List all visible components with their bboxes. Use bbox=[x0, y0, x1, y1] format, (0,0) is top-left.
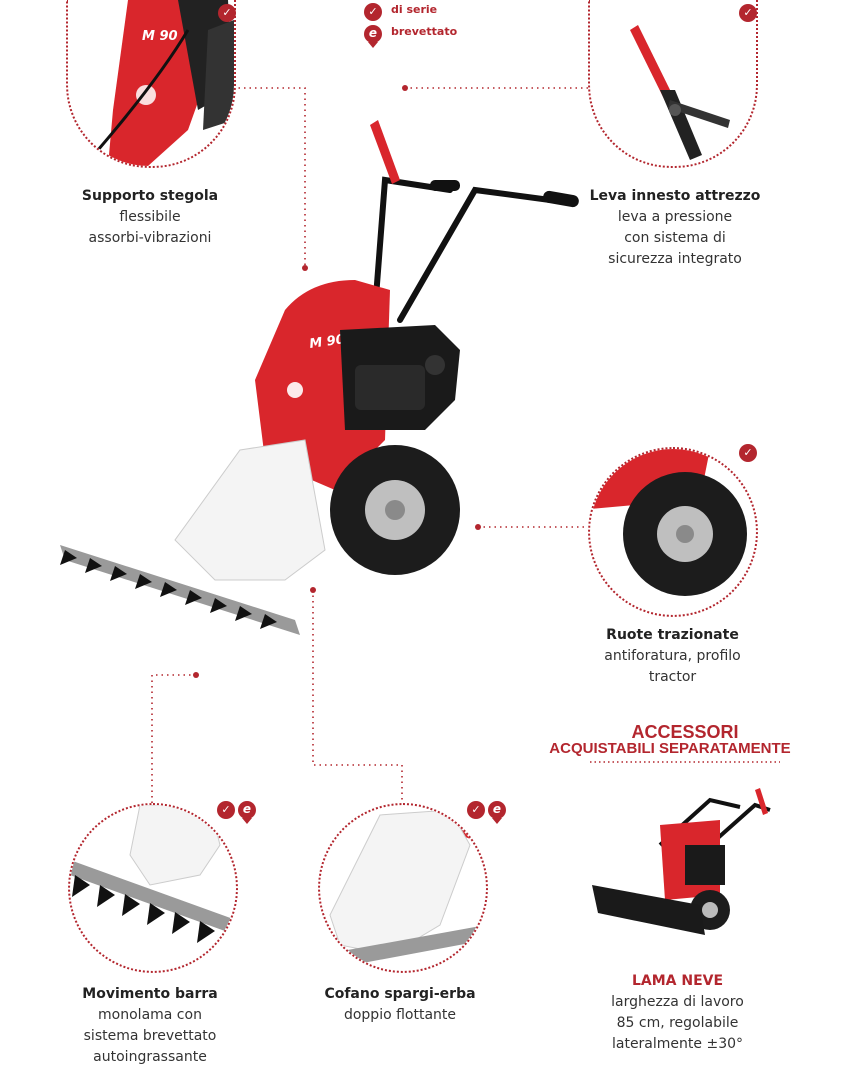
detail-circle-drive-wheels bbox=[588, 447, 758, 617]
feature-line: autoingrassante bbox=[93, 1049, 207, 1065]
drive-wheels-image bbox=[590, 449, 747, 596]
check-icon: ✓ bbox=[739, 444, 757, 462]
feature-bar-movement: Movimento barra monolama con sistema bre… bbox=[40, 984, 260, 1068]
accessory-title: LAMA NEVE bbox=[631, 973, 724, 989]
feature-line: leva a pressione bbox=[617, 209, 733, 225]
check-icon: ✓ bbox=[218, 4, 236, 22]
feature-title: Leva innesto attrezzo bbox=[589, 188, 761, 204]
accessories-underline bbox=[590, 761, 780, 763]
engage-lever-image bbox=[630, 25, 730, 160]
feature-line: tractor bbox=[648, 669, 697, 685]
feature-line: sistema brevettato bbox=[83, 1028, 217, 1044]
feature-line: antiforatura, profilo bbox=[604, 648, 741, 664]
snow-blade-image bbox=[592, 788, 771, 935]
handle-support-image: M 90 bbox=[96, 0, 234, 166]
accessories-subheading: ACQUISTABILI SEPARATAMENTE bbox=[549, 740, 791, 757]
feature-line: sicurezza integrato bbox=[608, 251, 742, 267]
bar-movement-image bbox=[70, 805, 236, 943]
feature-line: doppio flottante bbox=[343, 1007, 457, 1023]
check-icon: ✓ bbox=[217, 801, 235, 819]
product-mower-image: M 90 bbox=[60, 120, 579, 635]
feature-line: monolama con bbox=[98, 1007, 202, 1023]
accessory-line: 85 cm, regolabile bbox=[616, 1015, 739, 1031]
feature-line: assorbi-vibrazioni bbox=[88, 230, 212, 246]
accessories-heading: ACCESSORI bbox=[631, 722, 739, 742]
patent-icon: e bbox=[488, 801, 506, 824]
feature-title: Ruote trazionate bbox=[606, 627, 739, 643]
accessory-line: larghezza di lavoro bbox=[611, 994, 744, 1010]
check-icon: ✓ bbox=[364, 3, 382, 21]
feature-title: Movimento barra bbox=[82, 986, 218, 1002]
patent-icon: e bbox=[238, 801, 256, 824]
feature-line: flessibile bbox=[119, 209, 181, 225]
feature-line: con sistema di bbox=[624, 230, 726, 246]
patent-icon: e bbox=[364, 25, 382, 48]
check-icon: ✓ bbox=[739, 4, 757, 22]
detail-circle-handle-support: M 90 bbox=[66, 0, 236, 168]
feature-handle-support: Supporto stegola flessibile assorbi-vibr… bbox=[40, 186, 260, 249]
feature-grass-cover: Cofano spargi-erba doppio flottante bbox=[290, 984, 510, 1026]
legend-standard: di serie bbox=[391, 3, 438, 16]
grass-cover-image bbox=[320, 805, 486, 971]
feature-engage-lever: Leva innesto attrezzo leva a pressione c… bbox=[565, 186, 785, 270]
feature-title: Supporto stegola bbox=[81, 188, 219, 204]
detail-circle-bar-movement bbox=[68, 803, 238, 973]
model-label: M 90 bbox=[308, 332, 345, 352]
legend-patented: brevettato bbox=[391, 25, 458, 38]
detail-circle-engage-lever bbox=[588, 0, 758, 168]
check-icon: ✓ bbox=[467, 801, 485, 819]
accessory-line: lateralmente ±30° bbox=[611, 1036, 744, 1052]
svg-text:M 90: M 90 bbox=[142, 29, 178, 44]
detail-circle-grass-cover bbox=[318, 803, 488, 973]
accessory-snow-blade: LAMA NEVE larghezza di lavoro 85 cm, reg… bbox=[565, 971, 790, 1055]
feature-drive-wheels: Ruote trazionate antiforatura, profilo t… bbox=[560, 625, 785, 688]
feature-title: Cofano spargi-erba bbox=[324, 986, 476, 1002]
